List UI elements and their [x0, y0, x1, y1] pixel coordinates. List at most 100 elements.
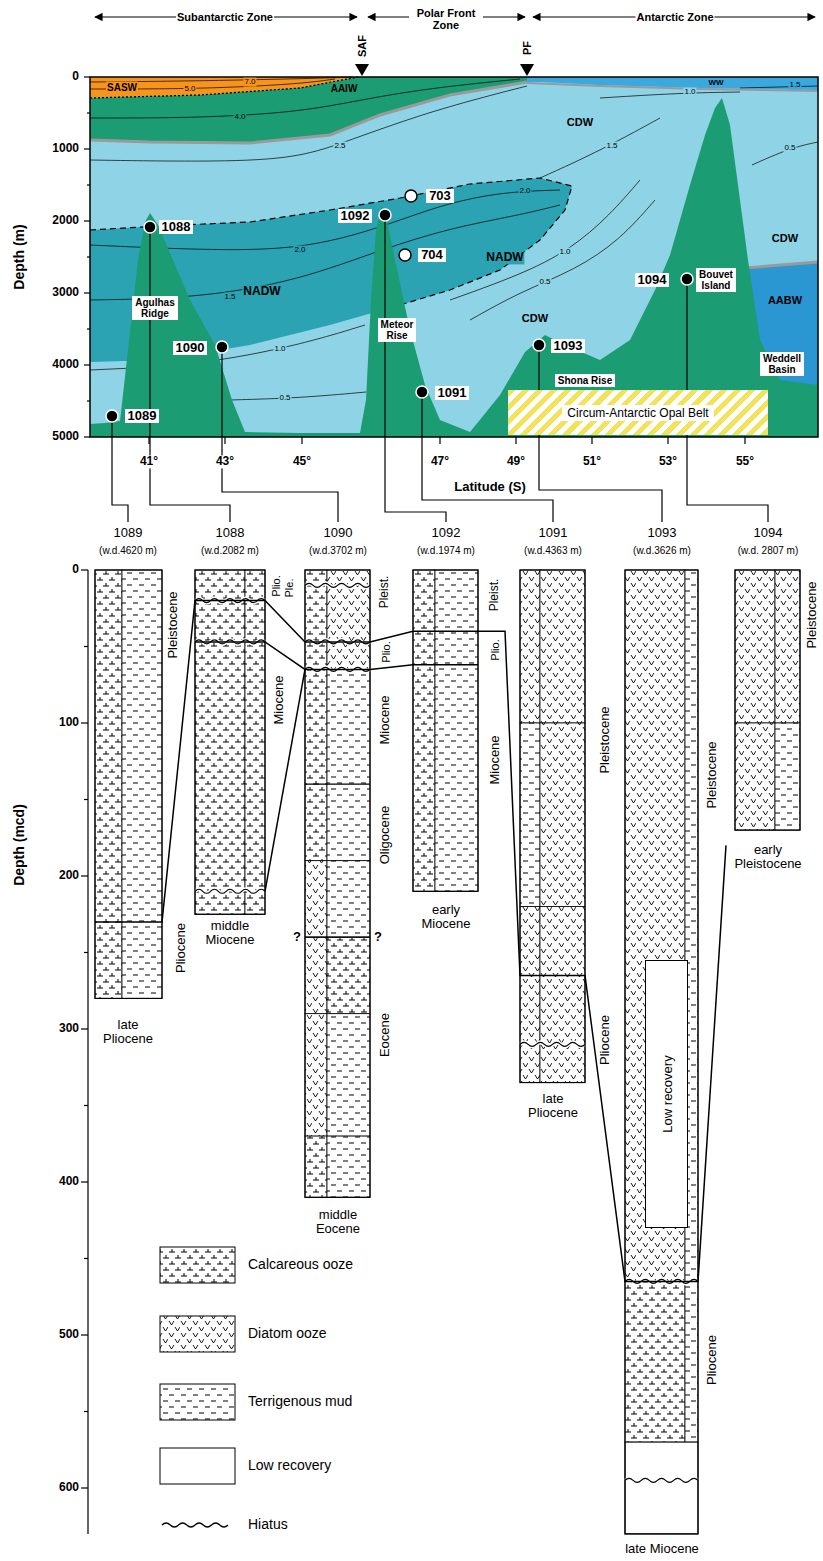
axis-title: Depth (m): [12, 224, 27, 289]
site-label-box: 1092: [338, 209, 373, 224]
contour-value: 1.0: [683, 88, 696, 97]
front-marker: [520, 64, 534, 76]
axis-tick: [81, 569, 88, 570]
site-number: 704: [421, 248, 443, 263]
axis-tick: [84, 799, 88, 800]
core-column: [540, 907, 585, 1083]
column-outline: [735, 570, 800, 830]
epoch-label: Plio.: [489, 638, 501, 661]
uncertainty-mark: ?: [373, 930, 383, 944]
column-outline: [305, 570, 370, 1197]
correlation-line: [95, 601, 726, 1282]
feature-label-box: Meteor Rise: [378, 318, 417, 342]
front-label: PF: [521, 41, 533, 55]
axis-tick: [301, 437, 302, 444]
latitude-tick-label: 55°: [735, 455, 755, 468]
legend-swatch: [162, 1523, 228, 1527]
feature-name: Bouvet Island: [699, 269, 733, 291]
contour-value: 1.5: [605, 142, 618, 151]
legend-swatch: [160, 1247, 235, 1283]
depth-tick-label: 300: [58, 1022, 80, 1035]
water-depth: (w.d.4363 m): [523, 545, 583, 556]
core-column: [327, 669, 370, 860]
epoch-label: Pliocene: [598, 1014, 612, 1066]
core-column: [327, 1014, 370, 1136]
drill-site-marker: [533, 339, 545, 351]
core-column: [305, 669, 327, 860]
core-column: [625, 570, 698, 1534]
hiatus-line: [305, 583, 370, 587]
axis-tick: [81, 1181, 88, 1182]
depth-tick-label: 200: [58, 869, 80, 882]
aaiw-water: [90, 77, 527, 143]
core-column: [245, 570, 265, 914]
column-outline: [520, 570, 585, 1083]
legend-swatch: [160, 1316, 235, 1352]
core-column: [95, 570, 122, 998]
core-column: [625, 1442, 698, 1534]
feature-name: Shona Rise: [558, 375, 612, 386]
core-column: [775, 570, 800, 723]
depth-tick-label: 4000: [51, 358, 80, 371]
epoch-label: late Pliocene: [97, 1018, 159, 1047]
epoch-label: middle Miocene: [199, 919, 261, 948]
ww-water: [527, 77, 818, 90]
epoch-label: late Miocene: [624, 1542, 700, 1556]
legend-swatch: [160, 1448, 235, 1484]
drill-site-marker: [681, 273, 693, 285]
site-header: 1093: [647, 526, 678, 540]
temperature-contour: [740, 86, 818, 88]
depth-tick-label: 0: [71, 70, 80, 83]
epoch-label: Pleistocene: [598, 705, 612, 774]
feature-label-box: Weddell Basin: [760, 352, 804, 376]
core-column: [520, 570, 585, 1083]
depth-tick-label: 2000: [51, 214, 80, 227]
column-outline: [413, 570, 478, 891]
latitude-tick-label: 49°: [506, 455, 526, 468]
axis-tick: [591, 437, 592, 444]
site-header: 1091: [538, 526, 569, 540]
depth-tick-label: 3000: [51, 286, 80, 299]
temperature-contour: [470, 200, 655, 320]
depth-tick-label: 600: [58, 1481, 80, 1494]
water-mass-label: NADW: [242, 285, 281, 298]
depth-tick-label: 400: [58, 1175, 80, 1188]
water-mass-boundary: [527, 83, 818, 91]
hiatus-line: [520, 1042, 585, 1046]
temperature-contour: [600, 92, 740, 98]
water-mass-label: CDW: [521, 312, 549, 324]
drill-site-marker: [216, 341, 228, 353]
temperature-contour: [540, 118, 660, 178]
water-depth: (w.d.2082 m): [200, 545, 260, 556]
epoch-label: Miocene: [272, 674, 286, 725]
axis-tick: [84, 436, 90, 437]
core-column: [413, 570, 478, 891]
axis-tick: [87, 328, 90, 329]
axis-tick: [87, 400, 90, 401]
contour-value: 0.5: [783, 144, 796, 153]
axis-tick: [84, 77, 745, 444]
depth-tick-label: 100: [58, 716, 80, 729]
depth-tick-label: 5000: [51, 430, 80, 443]
water-mass-boundary: [90, 82, 527, 143]
band-label: Circum-Antarctic Opal Belt: [562, 405, 713, 421]
water-depth: (w.d.1974 m): [416, 545, 476, 556]
axis-tick: [84, 1258, 88, 1259]
ocean-section: [90, 77, 818, 437]
site-label-box: 1089: [125, 409, 160, 424]
latitude-tick-label: 51°: [582, 455, 602, 468]
panel-frame: [90, 77, 818, 437]
drill-site-marker: [106, 190, 693, 422]
axis-tick: [84, 952, 88, 953]
front-marker: [355, 64, 369, 76]
core-column: [195, 570, 245, 914]
contour-value: 0.5: [538, 278, 551, 287]
opal-belt-band: Circum-Antarctic Opal Belt: [508, 390, 768, 435]
axis-tick: [81, 875, 88, 876]
epoch-label: Eocene: [378, 1012, 392, 1058]
legend-text: Diatom ooze: [248, 1326, 327, 1341]
legend-swatch: [160, 1247, 235, 1283]
core-column: [305, 861, 327, 938]
drill-site-marker: [144, 221, 156, 233]
